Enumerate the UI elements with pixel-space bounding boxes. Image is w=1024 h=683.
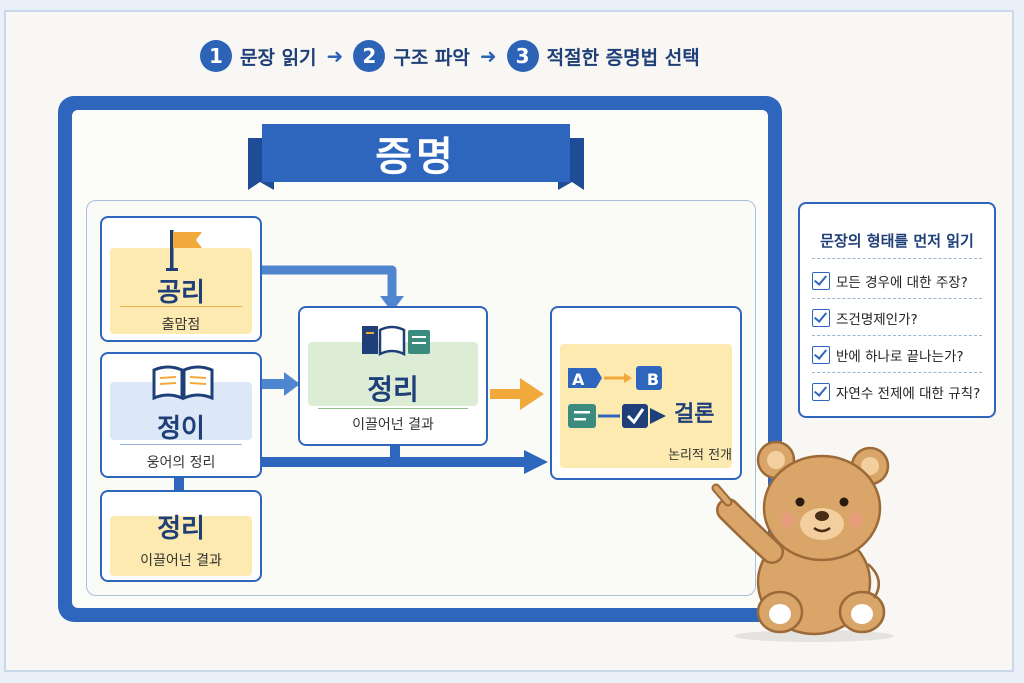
conclusion-subtitle: 논리적 전개 xyxy=(668,448,732,463)
divider xyxy=(812,372,982,373)
step-3-number: 3 xyxy=(506,40,539,72)
arrow-right-icon: ➜ xyxy=(479,44,497,68)
theorem-left-subtitle: 이끌어넌 결과 xyxy=(140,553,222,569)
theorem-left-title: 정리 xyxy=(157,514,205,544)
ribbon-banner xyxy=(248,124,584,190)
checklist-item: 즈건명제인가? xyxy=(812,305,986,331)
theorem-card-center: 정리 이끌어넌 결과 xyxy=(298,306,488,446)
flag-icon xyxy=(166,230,202,271)
definition-card: 정이 웅어의 정리 xyxy=(100,352,262,478)
teddy-bear-mascot xyxy=(711,440,894,642)
step-1-number: 1 xyxy=(200,40,232,72)
checkbox-icon xyxy=(812,309,830,327)
axiom-subtitle: 출맘점 xyxy=(161,317,201,333)
checkbox-icon xyxy=(812,272,830,290)
conclusion-card: A B 걸론 논리적 전개 xyxy=(550,306,742,480)
box-a-label: A xyxy=(572,370,585,389)
card-band xyxy=(110,248,252,334)
divider xyxy=(812,298,982,299)
checkbox-icon xyxy=(812,346,830,364)
checkbox-icon xyxy=(812,383,830,401)
checklist-item-label: 자연수 전제에 대한 규칙? xyxy=(836,386,981,402)
card-band xyxy=(110,516,252,576)
step-3-label: 적절한 증명법 선택 xyxy=(546,46,700,69)
theorem-center-title: 정리 xyxy=(367,373,419,406)
books-icon xyxy=(362,325,430,357)
checklist-item: 모든 경우에 대한 주장? xyxy=(812,268,986,294)
axiom-title: 공리 xyxy=(157,278,205,308)
divider xyxy=(120,306,242,307)
step-2-label: 구조 파악 xyxy=(393,46,470,69)
step-1-label: 문장 읽기 xyxy=(240,46,317,69)
checklist-item-label: 모든 경우에 대한 주장? xyxy=(836,275,968,291)
card-band xyxy=(308,342,478,406)
open-book-icon xyxy=(152,365,214,401)
axiom-card: 공리 출맘점 xyxy=(100,216,262,342)
theorem-card-left: 정리 이끌어넌 결과 xyxy=(100,490,262,582)
checklist-item-label: 즈건명제인가? xyxy=(836,312,918,328)
step-2-number: 2 xyxy=(353,40,386,72)
steps-bar: 1 문장 읽기 ➜ 2 구조 파악 ➜ 3 적절한 증명법 선택 xyxy=(200,38,700,74)
checklist-title: 문장의 형태를 먼저 읽기 xyxy=(820,232,974,250)
definition-subtitle: 웅어의 정리 xyxy=(146,455,216,471)
divider xyxy=(318,408,468,409)
checklist-item: 자연수 전제에 대한 규칙? xyxy=(812,379,986,405)
checklist-item: 반에 하나로 끝나는가? xyxy=(812,342,986,368)
conclusion-title: 걸론 xyxy=(674,402,715,427)
divider xyxy=(812,258,982,259)
divider xyxy=(120,444,242,445)
theorem-center-subtitle: 이끌어넌 결과 xyxy=(352,417,434,433)
checklist-card: 문장의 형태를 먼저 읽기 모든 경우에 대한 주장? 즈건명제인가? 반에 하… xyxy=(798,202,996,418)
definition-title: 정이 xyxy=(157,414,205,444)
checklist-item-label: 반에 하나로 끝나는가? xyxy=(836,349,964,365)
logic-flow-icon xyxy=(568,366,666,428)
box-b-label: B xyxy=(646,370,660,389)
banner-title: 증명 xyxy=(375,134,457,180)
arrow-right-icon: ➜ xyxy=(326,44,344,68)
divider xyxy=(812,335,982,336)
